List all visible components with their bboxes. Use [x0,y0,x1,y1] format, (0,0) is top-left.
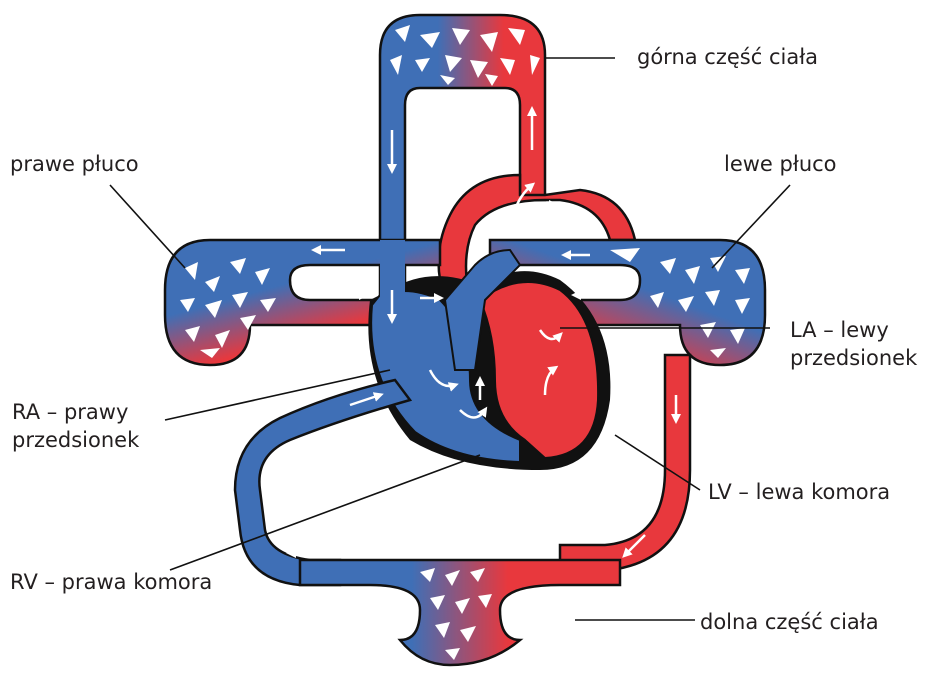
lower-vena-cava [235,380,410,585]
label-left-ventricle: LV – lewa komora [708,478,890,506]
label-right-atrium-line1: RA – prawy [12,398,139,426]
lower-body-vessels [300,560,620,665]
label-right-ventricle: RV – prawa komora [10,568,212,596]
label-upper-body: górna część ciała [637,43,818,71]
label-left-lung: lewe płuco [724,150,837,178]
label-left-atrium-line2: przedsionek [790,344,917,372]
label-lower-body: dolna część ciała [700,608,879,636]
label-right-lung: prawe płuco [10,150,139,178]
heart [368,240,610,470]
label-left-atrium: LA – lewy przedsionek [790,316,917,372]
label-right-atrium: RA – prawy przedsionek [12,398,139,454]
label-right-atrium-line2: przedsionek [12,426,139,454]
label-left-atrium-line1: LA – lewy [790,316,917,344]
